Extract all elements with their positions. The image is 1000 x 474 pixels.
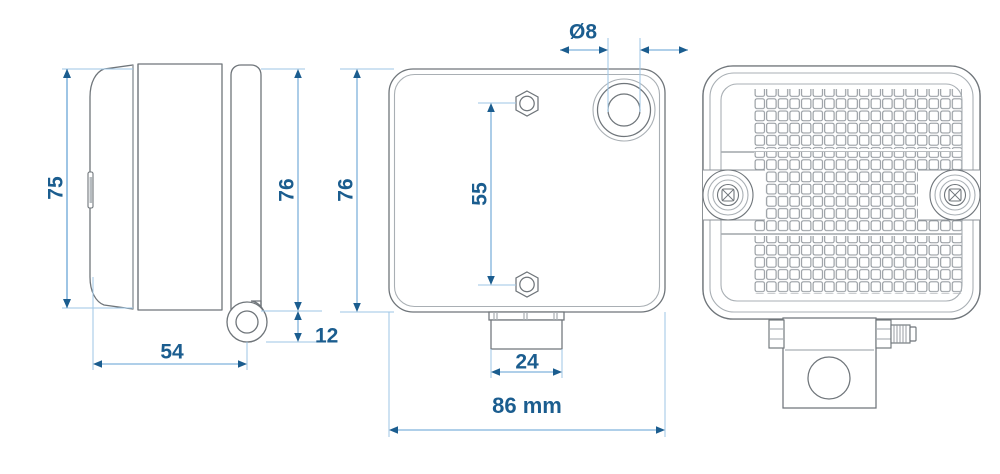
dimension-75: 75 [45,68,133,309]
dimension-label-76-side: 76 [276,178,299,201]
dimension-label-diameter-8: Ø8 [569,21,597,44]
dimension-label-76-rear: 76 [335,178,358,201]
dimension-54: 54 [92,277,248,370]
side-view-bracket [230,64,262,313]
front-view-mount-bracket [782,317,877,409]
rear-view-hex-nut-lower [515,271,539,298]
side-view: 75 76 12 [45,63,338,370]
dimension-label-55: 55 [469,182,492,206]
dimension-label-12: 12 [315,325,338,348]
dimension-76-side: 76 [261,68,305,312]
front-view-bracket-bolt-right [875,319,917,349]
dimension-label-75: 75 [45,176,68,200]
side-view-housing [137,63,223,311]
rear-view-hex-nut-upper [515,90,539,117]
front-view-bracket-bolt-left [768,319,785,349]
dimension-label-24: 24 [515,351,539,374]
rear-view-mount-hole-boss [592,78,656,142]
front-view [702,65,981,409]
side-view-lens-tab [87,171,94,209]
dimension-24: 24 [490,349,563,378]
dimension-label-54: 54 [160,341,184,364]
dimension-86mm: 86 mm [388,312,666,437]
front-view-pivot-screw-left [702,169,765,221]
front-view-pivot-screw-right [918,169,981,221]
dimension-12: 12 [261,310,338,348]
rear-view: Ø8 76 55 [335,21,688,437]
side-view-eyelet [226,300,268,343]
dimension-diameter-8: Ø8 [560,21,688,112]
rear-view-bracket-tab [488,311,565,350]
dimension-76-rear: 76 [335,68,394,313]
dimension-55: 55 [469,102,516,286]
dimension-label-86mm: 86 mm [492,393,562,418]
